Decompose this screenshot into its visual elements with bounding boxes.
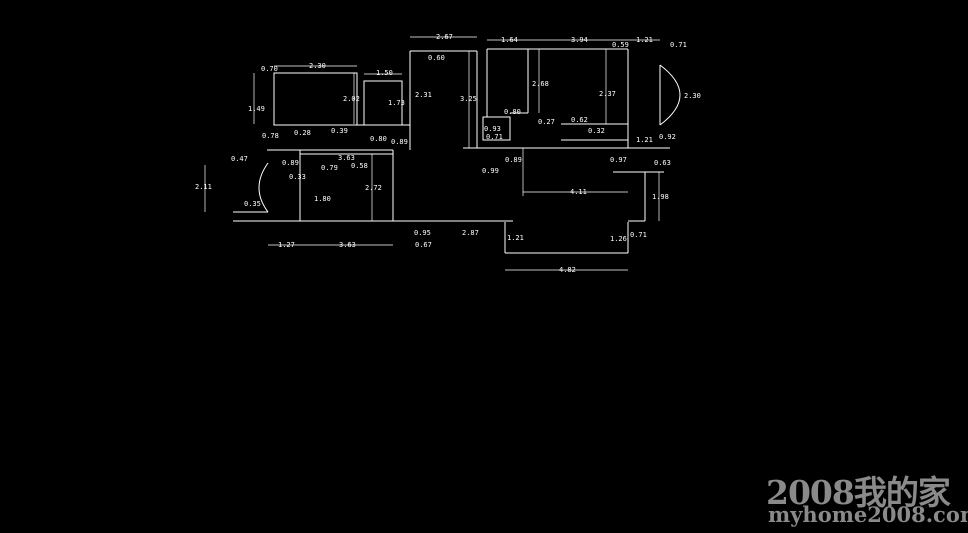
dim-label: 0.93 xyxy=(484,125,501,133)
dim-label: 0.71 xyxy=(670,41,687,49)
dim-label: 2.30 xyxy=(684,92,701,100)
arc-left xyxy=(258,162,269,213)
small-box xyxy=(482,116,511,141)
dim-label: 0.62 xyxy=(571,116,588,124)
dim-label: 0.99 xyxy=(482,167,499,175)
dim-label: 0.92 xyxy=(659,133,676,141)
dim-label: 0.28 xyxy=(294,129,311,137)
dim-label: 2.68 xyxy=(532,80,549,88)
dim-label: 4.82 xyxy=(559,266,576,274)
dim-label: 0.80 xyxy=(504,108,521,116)
dim-label: 2.67 xyxy=(436,33,453,41)
dim-label: 1.64 xyxy=(501,36,518,44)
dim-label: 0.89 xyxy=(282,159,299,167)
arc-right xyxy=(659,64,681,126)
dim-label: 2.72 xyxy=(365,184,382,192)
dim-label: 0.89 xyxy=(391,138,408,146)
dim-label: 2.37 xyxy=(599,90,616,98)
dim-label: 4.11 xyxy=(570,188,587,196)
dim-label: 0.27 xyxy=(538,118,555,126)
dim-label: 0.95 xyxy=(414,229,431,237)
dim-label: 0.71 xyxy=(486,133,503,141)
dim-label: 1.21 xyxy=(636,36,653,44)
dim-label: 2.87 xyxy=(462,229,479,237)
dim-label: 0.67 xyxy=(415,241,432,249)
dim-label: 0.47 xyxy=(231,155,248,163)
dim-label: 0.60 xyxy=(428,54,445,62)
dim-label: 2.02 xyxy=(343,95,360,103)
dim-label: 0.58 xyxy=(351,162,368,170)
dim-label: 0.39 xyxy=(331,127,348,135)
dim-label: 0.79 xyxy=(321,164,338,172)
dim-label: 3.63 xyxy=(339,241,356,249)
dim-label: 1.21 xyxy=(507,234,524,242)
watermark-title: 2008我的家 xyxy=(766,473,951,512)
dim-label: 1.27 xyxy=(278,241,295,249)
dim-label: 2.31 xyxy=(415,91,432,99)
dimension-lines xyxy=(204,36,660,271)
dim-label: 0.59 xyxy=(612,41,629,49)
dim-label: 0.35 xyxy=(244,200,261,208)
walls xyxy=(233,48,681,254)
dim-label: 0.71 xyxy=(630,231,647,239)
watermark-url: myhome2008.com xyxy=(768,502,968,527)
dim-label: 0.32 xyxy=(588,127,605,135)
dim-label: 0.78 xyxy=(262,132,279,140)
dim-label: 1.26 xyxy=(610,235,627,243)
dim-label: 3.94 xyxy=(571,36,588,44)
dim-label: 0.97 xyxy=(610,156,627,164)
dim-label: 1.21 xyxy=(636,136,653,144)
dim-label: 1.98 xyxy=(652,193,669,201)
dim-label: 0.70 xyxy=(261,65,278,73)
dim-label: 2.30 xyxy=(309,62,326,70)
dim-label: 1.73 xyxy=(388,99,405,107)
dim-label: 0.63 xyxy=(654,159,671,167)
dim-label: 0.33 xyxy=(289,173,306,181)
dim-label: 2.11 xyxy=(195,183,212,191)
dim-label: 3.63 xyxy=(338,154,355,162)
dim-label: 1.50 xyxy=(376,69,393,77)
dim-label: 0.89 xyxy=(505,156,522,164)
dimension-labels: 2.67 0.60 0.70 2.30 1.50 2.02 1.73 2.31 … xyxy=(195,33,701,274)
dim-label: 1.80 xyxy=(314,195,331,203)
dim-label: 3.25 xyxy=(460,95,477,103)
dim-label: 1.49 xyxy=(248,105,265,113)
dim-label: 0.80 xyxy=(370,135,387,143)
